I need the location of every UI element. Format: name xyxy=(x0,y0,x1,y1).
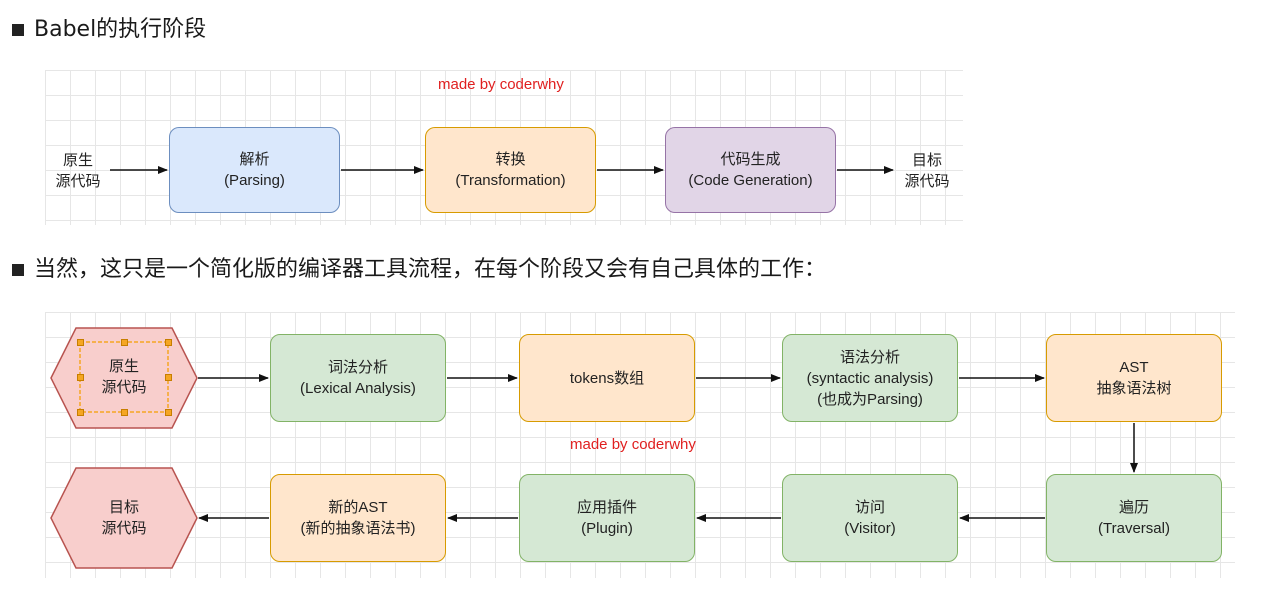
hexagon-source-code xyxy=(50,327,198,429)
label-source-line1: 原生 xyxy=(62,152,93,169)
node-source-line1: 原生 xyxy=(108,358,139,375)
bullet-square-icon xyxy=(12,24,24,36)
node-plugin-line2: (Plugin) xyxy=(581,520,633,537)
resize-handle-tl[interactable] xyxy=(77,339,84,346)
node-lexical-analysis[interactable]: 词法分析 (Lexical Analysis) xyxy=(270,334,446,422)
node-target-line1: 目标 xyxy=(108,499,139,516)
node-parsing-line1: 解析 xyxy=(239,151,270,168)
resize-handle-bl[interactable] xyxy=(77,409,84,416)
node-apply-plugin[interactable]: 应用插件 (Plugin) xyxy=(519,474,695,562)
resize-handle-r[interactable] xyxy=(165,374,172,381)
label-target-line2: 源代码 xyxy=(904,173,950,190)
node-plugin-line1: 应用插件 xyxy=(576,499,637,516)
node-parsing-line2: (Parsing) xyxy=(224,172,285,189)
resize-handle-br[interactable] xyxy=(165,409,172,416)
node-target-code[interactable]: 目标 源代码 xyxy=(76,483,172,553)
heading-detail-text: 当然，这只是一个简化版的编译器工具流程，在每个阶段又会有自己具体的工作： xyxy=(34,257,827,282)
watermark-top: made by coderwhy xyxy=(438,76,564,93)
node-ast-line1: AST xyxy=(1119,359,1149,376)
node-visitor[interactable]: 访问 (Visitor) xyxy=(782,474,958,562)
node-syntactic-line2: (syntactic analysis) xyxy=(806,369,934,387)
node-transformation[interactable]: 转换 (Transformation) xyxy=(425,127,596,213)
node-transformation-line1: 转换 xyxy=(495,151,526,168)
resize-handle-l[interactable] xyxy=(77,374,84,381)
node-source-code[interactable]: 原生 源代码 xyxy=(80,342,168,412)
node-code-generation[interactable]: 代码生成 (Code Generation) xyxy=(665,127,836,213)
node-syntactic-analysis[interactable]: 语法分析 (syntactic analysis) (也成为Parsing) xyxy=(782,334,958,422)
node-generation-line1: 代码生成 xyxy=(720,151,781,168)
node-generation-line2: (Code Generation) xyxy=(688,172,813,189)
node-parsing[interactable]: 解析 (Parsing) xyxy=(169,127,340,213)
section-heading-stages: Babel的执行阶段 xyxy=(12,15,206,45)
bullet-square-icon xyxy=(12,264,24,276)
node-syntactic-line1: 语法分析 xyxy=(839,348,900,366)
watermark-bottom: made by coderwhy xyxy=(570,436,696,453)
node-lexical-line2: (Lexical Analysis) xyxy=(300,380,416,397)
label-target-code: 目标 源代码 xyxy=(897,150,957,192)
node-ast-line2: 抽象语法树 xyxy=(1096,380,1172,397)
node-new-ast-line2: (新的抽象语法书) xyxy=(300,520,416,537)
resize-handle-t[interactable] xyxy=(121,339,128,346)
node-new-ast-line1: 新的AST xyxy=(328,499,388,516)
resize-handle-tr[interactable] xyxy=(165,339,172,346)
resize-handle-b[interactable] xyxy=(121,409,128,416)
hexagon-target-code xyxy=(50,467,198,569)
heading-stages-text: Babel的执行阶段 xyxy=(34,17,207,42)
section-heading-detail: 当然，这只是一个简化版的编译器工具流程，在每个阶段又会有自己具体的工作： xyxy=(12,255,826,285)
node-lexical-line1: 词法分析 xyxy=(327,359,388,376)
label-source-code: 原生 源代码 xyxy=(48,150,108,192)
node-syntactic-line3: (也成为Parsing) xyxy=(817,390,923,408)
node-tokens-array[interactable]: tokens数组 xyxy=(519,334,695,422)
label-target-line1: 目标 xyxy=(911,152,942,169)
node-target-line2: 源代码 xyxy=(101,520,147,537)
node-transformation-line2: (Transformation) xyxy=(455,172,566,189)
label-source-line2: 源代码 xyxy=(55,173,101,190)
node-ast[interactable]: AST 抽象语法树 xyxy=(1046,334,1222,422)
node-visitor-line2: (Visitor) xyxy=(844,520,896,537)
node-new-ast[interactable]: 新的AST (新的抽象语法书) xyxy=(270,474,446,562)
node-traversal-line2: (Traversal) xyxy=(1098,520,1170,537)
node-visitor-line1: 访问 xyxy=(854,499,885,516)
node-traversal-line1: 遍历 xyxy=(1118,499,1149,516)
node-source-line2: 源代码 xyxy=(101,379,147,396)
node-tokens-line1: tokens数组 xyxy=(569,369,645,387)
node-traversal[interactable]: 遍历 (Traversal) xyxy=(1046,474,1222,562)
